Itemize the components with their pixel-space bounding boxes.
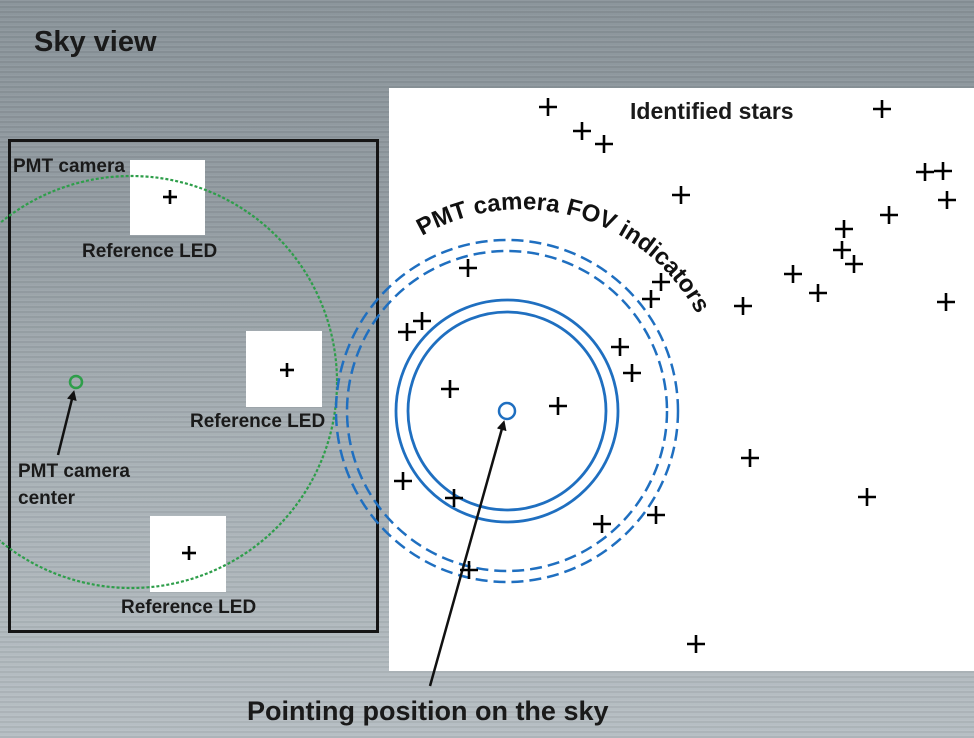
pmt-camera-box — [8, 139, 379, 633]
pmt-camera-center-marker — [68, 374, 84, 390]
star-field-panel — [389, 88, 974, 671]
fov-indicators-text: PMT camera FOV indicators — [412, 188, 715, 317]
star-cross — [784, 265, 802, 283]
star-cross — [595, 135, 613, 153]
star-cross — [845, 255, 863, 273]
star-cross — [937, 293, 955, 311]
star-cross — [642, 290, 660, 308]
pmt-camera-center-label-line1: PMT camera — [18, 461, 130, 482]
star-cross — [549, 397, 567, 415]
star-cross — [459, 259, 477, 277]
figure-title: Sky view — [34, 26, 157, 58]
star-cross — [394, 472, 412, 490]
fov-outer-dashed-circle — [345, 249, 669, 573]
star-cross — [445, 489, 463, 507]
star-cross — [413, 312, 431, 330]
star-cross — [163, 190, 177, 204]
fov-outermost-dashed-circle — [334, 238, 680, 584]
star-cross — [441, 380, 459, 398]
star-cross — [647, 506, 665, 524]
star-cross — [880, 206, 898, 224]
pmt-camera-center-label-line2: center — [18, 488, 76, 509]
pmt-center-arrow — [56, 390, 77, 456]
pmt-camera-circle — [0, 174, 339, 590]
identified-stars-label: Identified stars — [630, 98, 794, 124]
star-cross — [833, 241, 851, 259]
pointing-position-label: Pointing position on the sky — [247, 696, 609, 726]
star-cross — [623, 364, 641, 382]
star-cross — [672, 186, 690, 204]
pointing-arrow — [428, 420, 507, 687]
star-cross — [809, 284, 827, 302]
star-cross — [182, 546, 196, 560]
star-crosses — [163, 98, 956, 653]
fov-middle-circle — [394, 298, 620, 524]
star-cross — [916, 163, 934, 181]
star-cross — [573, 122, 591, 140]
fov-indicators-label: PMT camera FOV indicators — [412, 188, 715, 317]
star-cross — [398, 323, 416, 341]
star-cross — [652, 273, 670, 291]
star-cross — [687, 635, 705, 653]
star-cross — [741, 449, 759, 467]
pmt-camera-label: PMT camera — [13, 156, 125, 177]
star-cross — [734, 297, 752, 315]
star-cross — [593, 515, 611, 533]
star-cross — [280, 363, 294, 377]
star-cross — [858, 488, 876, 506]
star-cross — [938, 191, 956, 209]
reference-led-label-1: Reference LED — [82, 241, 218, 262]
star-cross — [539, 98, 557, 116]
star-cross — [611, 338, 629, 356]
pointing-center-marker — [497, 401, 517, 421]
reference-led-label-3: Reference LED — [121, 597, 257, 618]
star-cross — [835, 220, 853, 238]
reference-led-label-2: Reference LED — [190, 411, 326, 432]
star-cross — [934, 162, 952, 180]
star-cross — [460, 561, 478, 579]
star-cross — [873, 100, 891, 118]
fov-inner-circle — [406, 310, 608, 512]
